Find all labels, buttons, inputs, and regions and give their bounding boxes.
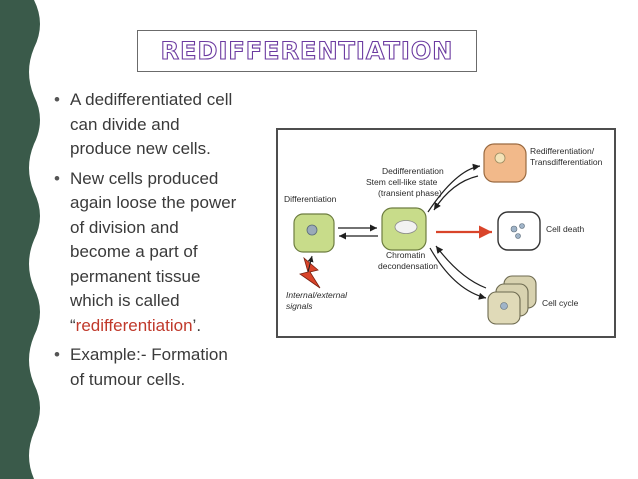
label-cell-cycle: Cell cycle bbox=[542, 298, 579, 308]
arrow-from-cell-cycle bbox=[435, 245, 487, 289]
arrow-to-redifferentiation bbox=[427, 163, 481, 213]
cell-nucleus bbox=[394, 220, 418, 234]
bullet-line: Example:- Formation bbox=[70, 345, 228, 364]
label-cell-death: Cell death bbox=[546, 224, 585, 234]
label-stem-cell-state: Stem cell-like state bbox=[366, 177, 438, 187]
label-internal-external: Internal/external bbox=[286, 290, 348, 300]
bullet-line: produce new cells. bbox=[70, 139, 211, 158]
redifferentiated-cell bbox=[483, 143, 527, 183]
bullet-line: permanent tissue bbox=[70, 266, 201, 286]
highlight-term: redifferentiation bbox=[75, 315, 193, 335]
bullet-line: of tumour cells. bbox=[70, 369, 186, 389]
bullet-line: again loose the power bbox=[70, 193, 237, 212]
bullet-item: • Example:- Formation of tumour cells. bbox=[52, 343, 267, 392]
apoptotic-fragment bbox=[515, 233, 521, 239]
cell-nucleus bbox=[306, 224, 318, 236]
label-transient-phase: (transient phase) bbox=[378, 188, 442, 198]
quote-open: “ bbox=[70, 315, 76, 335]
label-differentiation: Differentiation bbox=[284, 194, 337, 204]
side-decoration bbox=[0, 0, 40, 479]
apoptotic-fragment bbox=[519, 223, 525, 229]
quote-close: ’. bbox=[192, 315, 202, 335]
apoptotic-fragment bbox=[510, 225, 518, 233]
bullet-line: “redifferentiation’. bbox=[70, 314, 267, 339]
label-chromatin: Chromatin bbox=[386, 250, 425, 260]
cell-diagram: Differentiation Dedifferentiation Stem c… bbox=[284, 143, 603, 325]
label-decondensation: decondensation bbox=[378, 261, 438, 271]
bullet-line: of division and bbox=[70, 217, 179, 237]
bullet-list: • A dedifferentiated cell can divide and… bbox=[52, 88, 267, 397]
bullet-dot: • bbox=[54, 345, 60, 364]
bullet-line: can divide and bbox=[70, 114, 180, 134]
label-signals: signals bbox=[286, 301, 313, 311]
cell-nucleus bbox=[494, 152, 506, 164]
label-transdifferentiation: Transdifferentiation bbox=[530, 157, 603, 167]
bullet-line: A dedifferentiated cell bbox=[70, 90, 233, 109]
bullet-dot: • bbox=[54, 168, 60, 188]
arrow-from-redifferentiation bbox=[433, 175, 479, 211]
bullet-line: New cells produced bbox=[70, 168, 219, 188]
bullet-item: • A dedifferentiated cell can divide and… bbox=[52, 88, 267, 162]
bullet-item: • New cells produced again loose the pow… bbox=[52, 167, 267, 339]
title-box: REDIFFERENTIATION bbox=[137, 30, 477, 72]
dying-cell bbox=[497, 211, 541, 251]
signal-arrow bbox=[307, 255, 314, 273]
bullet-line: become a part of bbox=[70, 242, 198, 261]
bullet-line: which is called bbox=[70, 291, 180, 310]
label-redifferentiation: Redifferentiation/ bbox=[530, 146, 595, 156]
scalloped-edge bbox=[0, 0, 40, 479]
diagram-figure: Differentiation Dedifferentiation Stem c… bbox=[276, 128, 616, 338]
bullet-dot: • bbox=[54, 90, 60, 109]
label-dedifferentiation: Dedifferentiation bbox=[382, 166, 444, 176]
arrow-to-cell-cycle bbox=[429, 247, 487, 300]
slide-title: REDIFFERENTIATION bbox=[160, 36, 454, 65]
cell-nucleus bbox=[500, 302, 508, 310]
